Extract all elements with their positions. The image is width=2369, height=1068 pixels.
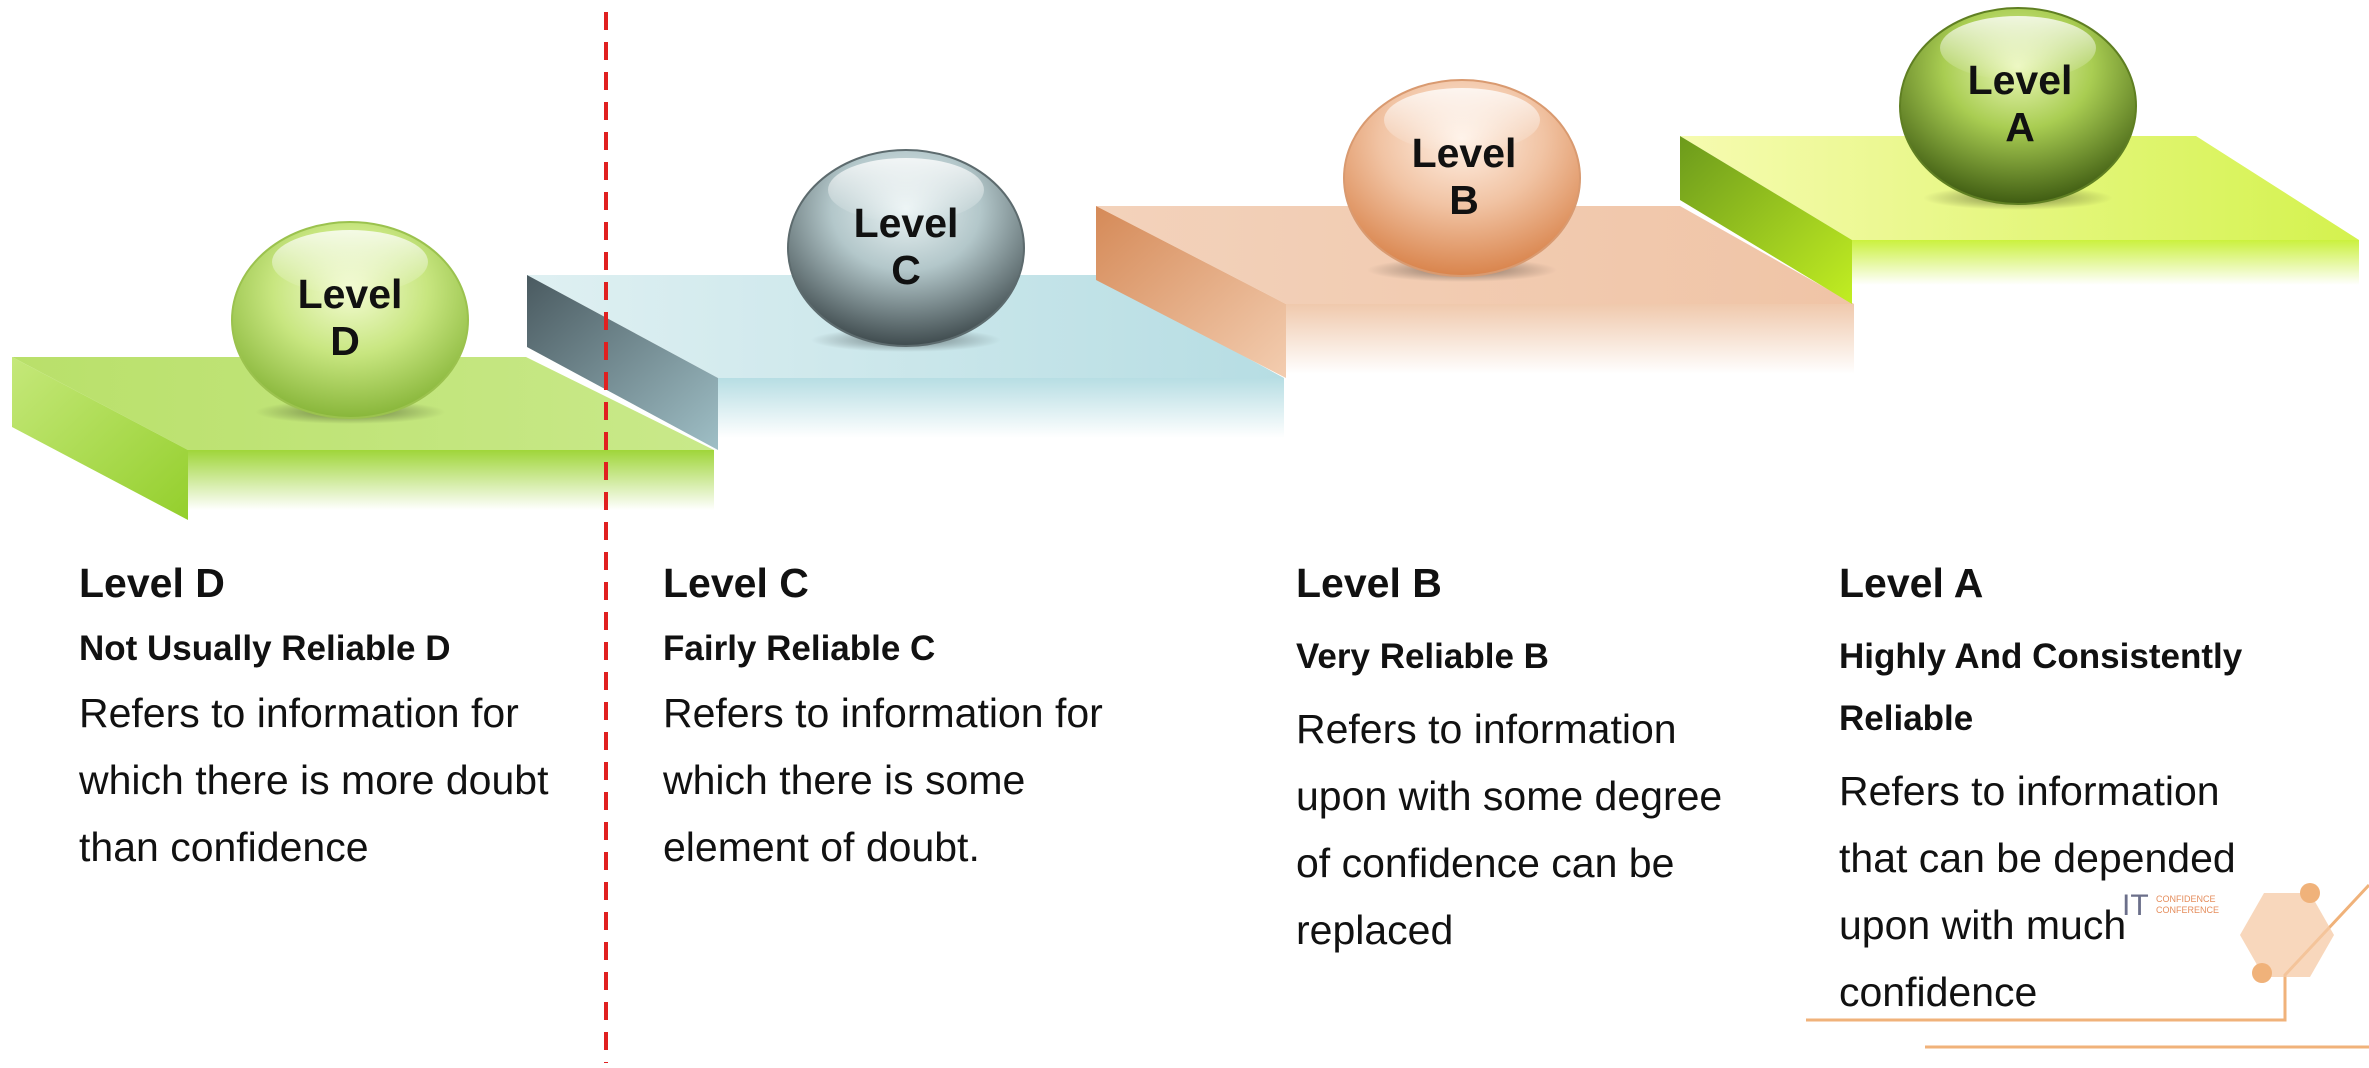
level-a-description: Refers to information that can be depend… [1839, 768, 2236, 1015]
level-b-subtitle: Very Reliable B [1296, 637, 1549, 676]
orb-level-a: Level A [1899, 7, 2137, 210]
level-c-column: Level C Fairly Reliable C Refers to info… [663, 548, 1153, 881]
level-d-title: Level D [79, 560, 225, 606]
logo-line2: CONFERENCE [2156, 905, 2219, 915]
logo-mark: IT [2122, 889, 2149, 922]
level-d-subtitle: Not Usually Reliable D [79, 629, 451, 668]
level-d-column: Level D Not Usually Reliable D Refers to… [79, 548, 559, 881]
level-c-title: Level C [663, 560, 809, 606]
level-b-description: Refers to information upon with some deg… [1296, 706, 1723, 953]
logo-line1: CONFIDENCE [2156, 894, 2216, 904]
level-a-column: Level A Highly And Consistently Reliable… [1839, 548, 2279, 1026]
orb-d-line2: D [330, 318, 360, 364]
level-c-description: Refers to information for which there is… [663, 690, 1103, 870]
conference-logo: IT CONFIDENCE CONFERENCE [1806, 883, 2369, 1049]
level-b-column: Level B Very Reliable B Refers to inform… [1296, 548, 1746, 964]
orb-b-line2: B [1449, 177, 1479, 223]
level-b-title: Level B [1296, 560, 1442, 606]
orb-d-line1: Level [298, 271, 403, 317]
orb-level-b: Level B [1343, 79, 1581, 282]
level-d-description: Refers to information for which there is… [79, 690, 549, 870]
level-a-subtitle: Highly And Consistently Reliable [1839, 637, 2243, 738]
level-a-title: Level A [1839, 560, 1984, 606]
orb-a-line1: Level [1968, 57, 2073, 103]
level-c-subtitle: Fairly Reliable C [663, 629, 936, 668]
hexagon-shape [2240, 893, 2334, 977]
orb-level-c: Level C [787, 149, 1025, 352]
orb-a-line2: A [2005, 104, 2035, 150]
orb-c-line2: C [891, 247, 921, 293]
orb-c-line1: Level [854, 200, 959, 246]
orb-b-line1: Level [1412, 130, 1517, 176]
orb-level-d: Level D [231, 221, 469, 424]
logo-dot [2252, 963, 2272, 983]
logo-dot [2300, 883, 2320, 903]
